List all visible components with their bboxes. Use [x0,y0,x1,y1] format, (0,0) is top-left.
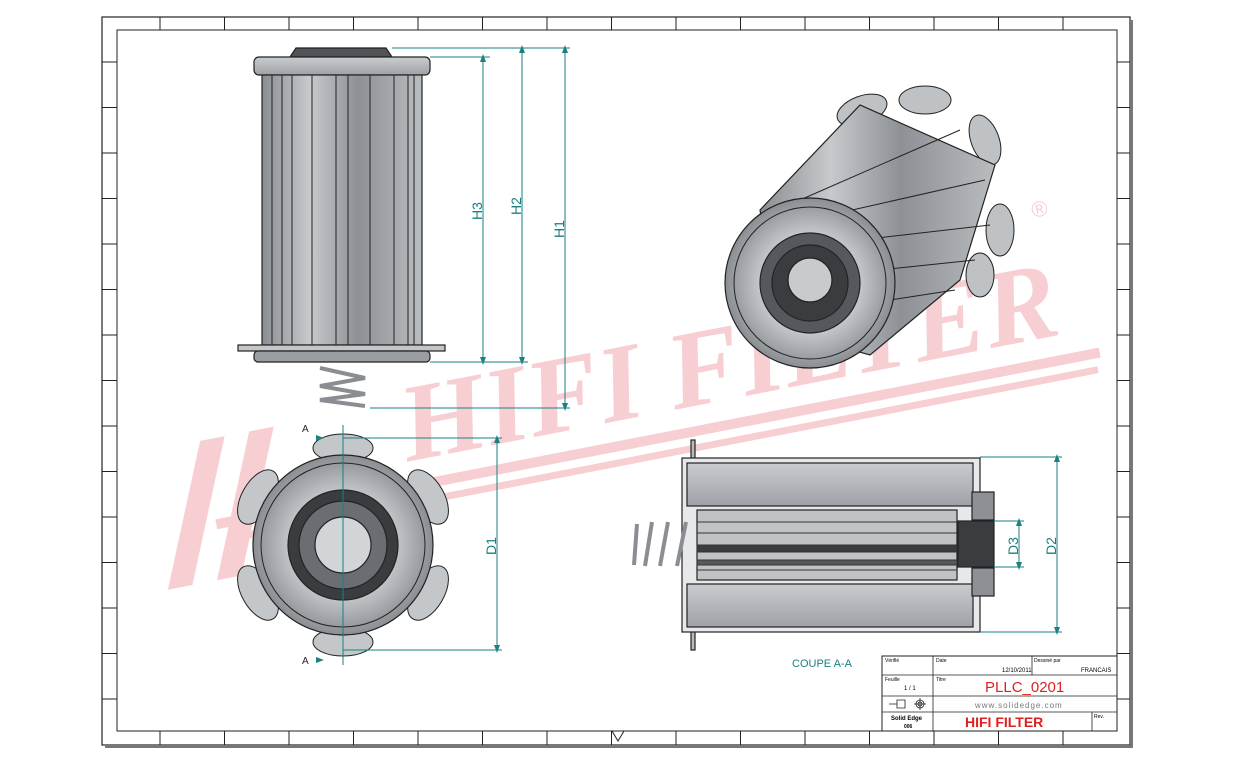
software-code: 006 [904,724,913,730]
date-value: 12/10/2011 [1002,668,1032,674]
dim-d1: D1 [483,537,499,555]
dim-d2: D2 [1043,537,1059,555]
website: www.solidedge.com [974,701,1063,710]
verified-label: Vérifié [885,658,899,664]
dim-d3: D3 [1005,537,1021,555]
isometric-view [724,85,1015,369]
spring [319,366,366,408]
front-dimensions: H3 H2 H1 [370,45,570,411]
section-label: COUPE A-A [792,658,853,670]
section-marker-top: A [302,424,309,435]
part-number: PLLC_0201 [985,679,1064,696]
front-view [237,47,446,408]
centering-mark [611,730,625,742]
title-block: Vérifié Date 12/10/2011 Dessiné par FRAN… [881,655,1118,732]
revision-label: Rev. [1094,714,1104,720]
drawn-by-value: FRANCAIS [1081,668,1111,674]
sheet-value: 1 / 1 [904,686,916,692]
dim-h3: H3 [469,202,485,220]
title-label: Titre [936,677,946,683]
software-name: Solid Edge [891,716,923,722]
spring-section [632,521,688,567]
registered-mark: ® [1029,195,1050,223]
dim-h2: H2 [508,197,524,215]
dim-h1: H1 [551,220,567,238]
projection-symbol-icon [889,698,926,710]
company-name: HIFI FILTER [965,714,1043,730]
drawn-by-label: Dessiné par [1034,658,1061,664]
bottom-view: D1 A A [237,424,502,667]
section-marker-bottom: A [302,656,309,667]
date-label: Date [936,658,947,664]
zone-ticks [102,17,1130,745]
sheet-label: Feuille [885,677,900,683]
section-view: D2 D3 COUPE A-A [632,439,1062,670]
